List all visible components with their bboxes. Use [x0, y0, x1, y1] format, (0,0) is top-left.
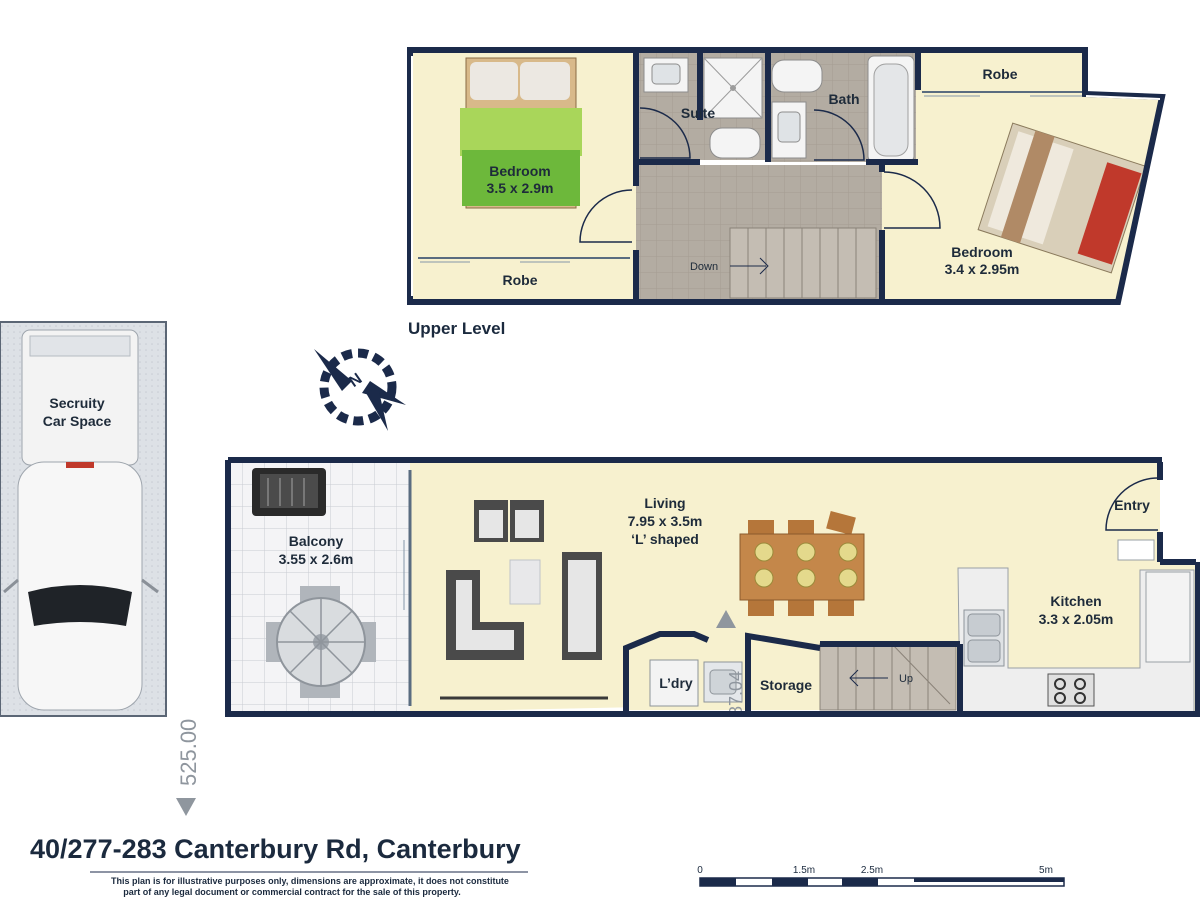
cooktop-icon	[1047, 673, 1095, 707]
upper-level-label: Upper Level	[408, 319, 505, 338]
bedroom1-size: 3.5 x 2.9m	[487, 180, 554, 196]
entry-door-swing	[1105, 477, 1159, 531]
lower-exterior-wall	[225, 457, 1200, 717]
suite-label: Suite	[681, 105, 715, 121]
lower-level: 87.04 Balcony 3.55 x 2.6m Living 7.95 x …	[225, 457, 1200, 717]
entry-label: Entry	[1114, 497, 1150, 513]
spot-level-icon	[716, 610, 736, 628]
bedroom2-door-swing	[883, 171, 941, 229]
storage-floor	[748, 640, 820, 710]
living-label: Living	[644, 495, 685, 511]
upper-level: Bedroom 3.5 x 2.9m Robe Suite Bath Robe …	[407, 47, 1166, 305]
suite-toilet-icon	[709, 127, 761, 159]
car-space-line1: Secruity	[49, 395, 104, 411]
bed2-icon	[977, 122, 1147, 274]
entry-cupboard	[1117, 539, 1155, 561]
suite-door-swing	[639, 107, 691, 159]
kitchen-label: Kitchen	[1050, 593, 1101, 609]
lower-interior-walls	[623, 462, 1196, 712]
dining-table-icon	[739, 510, 865, 616]
stairs-down	[729, 227, 877, 299]
bed1-icon	[460, 57, 582, 209]
fridge-icon	[1145, 571, 1191, 663]
armchairs-icon	[474, 500, 544, 542]
bedroom1-label: Bedroom	[489, 163, 550, 179]
bedroom2-label: Bedroom	[951, 244, 1012, 260]
robe1-label: Robe	[503, 272, 538, 288]
scale-label-0: 0	[697, 865, 703, 876]
car-icon	[3, 329, 159, 711]
car-space: Secruity Car Space	[0, 321, 167, 717]
address-title: 40/277-283 Canterbury Rd, Canterbury	[30, 834, 521, 864]
shower-icon	[703, 57, 763, 119]
stairs-down-label: Down	[690, 261, 718, 273]
bathtub-icon	[867, 55, 915, 163]
disclaimer-line2: part of any legal document or commercial…	[123, 887, 460, 897]
bedroom2-size: 3.4 x 2.95m	[945, 261, 1020, 277]
bath-basin-icon	[771, 101, 807, 159]
bath-label: Bath	[828, 91, 859, 107]
stairs-up	[819, 643, 957, 711]
scale-label-1: 1.5m	[793, 865, 815, 876]
laundry-label: L’dry	[659, 675, 693, 691]
storage-label: Storage	[760, 677, 812, 693]
bath-toilet-icon	[771, 59, 823, 93]
scale-label-3: 5m	[1039, 865, 1053, 876]
living-size: 7.95 x 3.5m	[628, 513, 703, 529]
stairs-up-label: Up	[899, 673, 913, 685]
balcony-label: Balcony	[289, 533, 344, 549]
upper-interior-walls	[633, 50, 921, 302]
height-marker: 525.00	[176, 719, 201, 816]
outdoor-table-icon	[266, 586, 376, 698]
disclaimer-line1: This plan is for illustrative purposes o…	[111, 876, 509, 886]
kitchen-sink-icon	[963, 609, 1005, 667]
north-compass-icon: N	[314, 348, 406, 431]
laundry-tub-icon	[649, 659, 743, 707]
height-marker-label: 525.00	[176, 719, 201, 786]
kitchen-size: 3.3 x 2.05m	[1039, 611, 1114, 627]
spot-level-label: 87.04	[726, 671, 746, 716]
scale-label-2: 2.5m	[861, 865, 883, 876]
sofa-icon	[446, 552, 602, 660]
upper-exterior-wall	[407, 47, 1166, 305]
bath-door-swing	[813, 109, 865, 161]
robe2-label: Robe	[983, 66, 1018, 82]
suite-basin-icon	[643, 57, 689, 93]
scale-bar: 0 1.5m 2.5m 5m	[697, 865, 1065, 887]
down-triangle-icon	[176, 798, 196, 816]
balcony-size: 3.55 x 2.6m	[279, 551, 354, 567]
bedroom1-door-swing	[579, 189, 633, 243]
living-shape: ‘L’ shaped	[631, 531, 699, 547]
bbq-icon	[252, 468, 326, 516]
car-space-line2: Car Space	[43, 413, 112, 429]
